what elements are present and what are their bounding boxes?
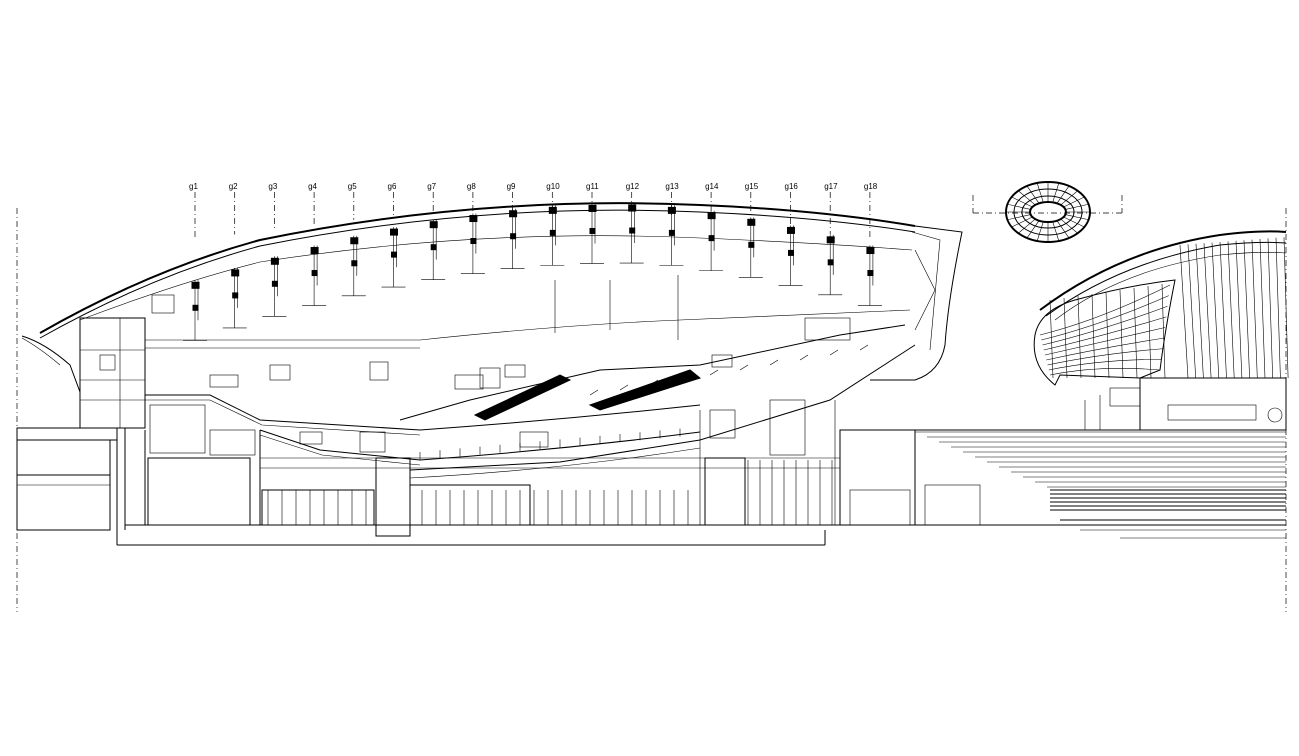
grid-axis-label: g10	[546, 182, 560, 191]
grid-axis-label: g15	[745, 182, 759, 191]
grid-axis-label: g1	[189, 182, 198, 191]
lower-facade-mullions	[267, 460, 833, 525]
upper-ceiling	[145, 275, 911, 349]
grid-axes: g1 g2 g3 g4 g5 g6 g7 g8 g9 g10 g11 g12 g13 g14 g15 g16 g…	[189, 182, 878, 240]
right-stands	[915, 429, 1286, 539]
grid-axis-label: g3	[268, 182, 277, 191]
grid-axis-label: g17	[824, 182, 838, 191]
grid-axis-label: g8	[467, 182, 476, 191]
grid-axis-label: g9	[507, 182, 516, 191]
base-structures	[117, 399, 1286, 546]
grid-axis-label: g4	[308, 182, 317, 191]
grid-axis-label: g18	[864, 182, 878, 191]
roof-hangers	[183, 203, 882, 341]
grid-axis-label: g5	[348, 182, 357, 191]
grid-axis-label: g16	[785, 182, 799, 191]
grid-axis-label: g7	[427, 182, 436, 191]
main-roof	[21, 202, 963, 393]
grid-axis-label: g6	[388, 182, 397, 191]
grid-axis-label: g2	[229, 182, 238, 191]
right-stadium-roof	[1033, 230, 1289, 431]
left-building	[16, 294, 175, 545]
grid-axis-label: g11	[586, 182, 599, 191]
lower-seating	[145, 317, 916, 479]
grid-axis-label: g12	[626, 182, 640, 191]
grid-axis-label: g14	[705, 182, 719, 191]
key-plan-thumbnail	[972, 181, 1123, 243]
boundary-lines	[16, 208, 1287, 612]
grid-axis-label: g13	[665, 182, 679, 191]
